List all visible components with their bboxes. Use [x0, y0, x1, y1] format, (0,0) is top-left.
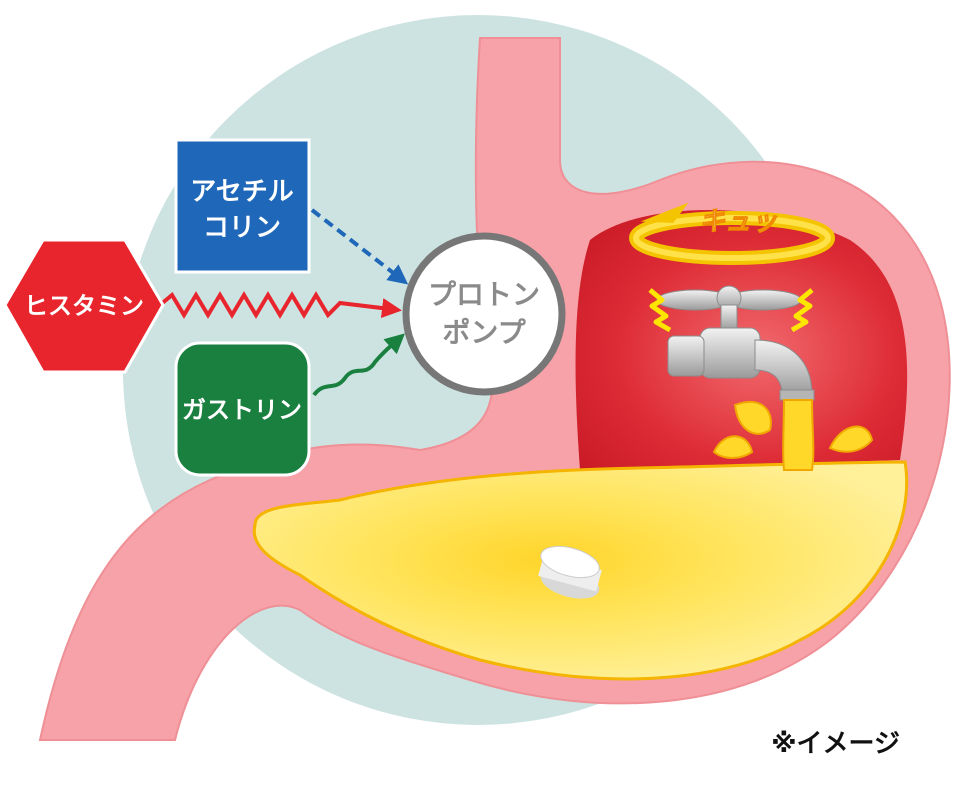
vibration-marks [648, 288, 814, 333]
acetylcholine-box: アセチル コリン [174, 138, 311, 274]
acetylcholine-arrow [310, 208, 409, 285]
image-note: ※イメージ [771, 729, 900, 759]
gastrin-arrow [312, 333, 405, 397]
proton-pump-circle: プロトン ポンプ [402, 232, 566, 396]
faucet-icon [656, 285, 815, 401]
acid-stream [782, 399, 815, 471]
gastrin-label: ガストリン [182, 396, 302, 424]
histamine-label: ヒスタミン [24, 292, 144, 320]
acid-splash-right [828, 425, 874, 453]
squeeze-ring [629, 202, 835, 265]
gastrin-box: ガストリン [174, 341, 311, 477]
proton-pump-label-2: ポンプ [442, 316, 526, 349]
histamine-arrow [158, 291, 402, 319]
tablet-icon [538, 545, 602, 599]
histamine-hexagon: ヒスタミン [3, 238, 165, 374]
squeeze-label: キュッ [699, 207, 778, 237]
acid-splash-left-top [733, 400, 772, 435]
acid-splash-left-bottom [712, 435, 754, 459]
proton-pump-label-1: プロトン [428, 278, 540, 311]
acetylcholine-label-1: アセチル [190, 177, 293, 207]
acetylcholine-label-2: コリン [203, 213, 281, 243]
